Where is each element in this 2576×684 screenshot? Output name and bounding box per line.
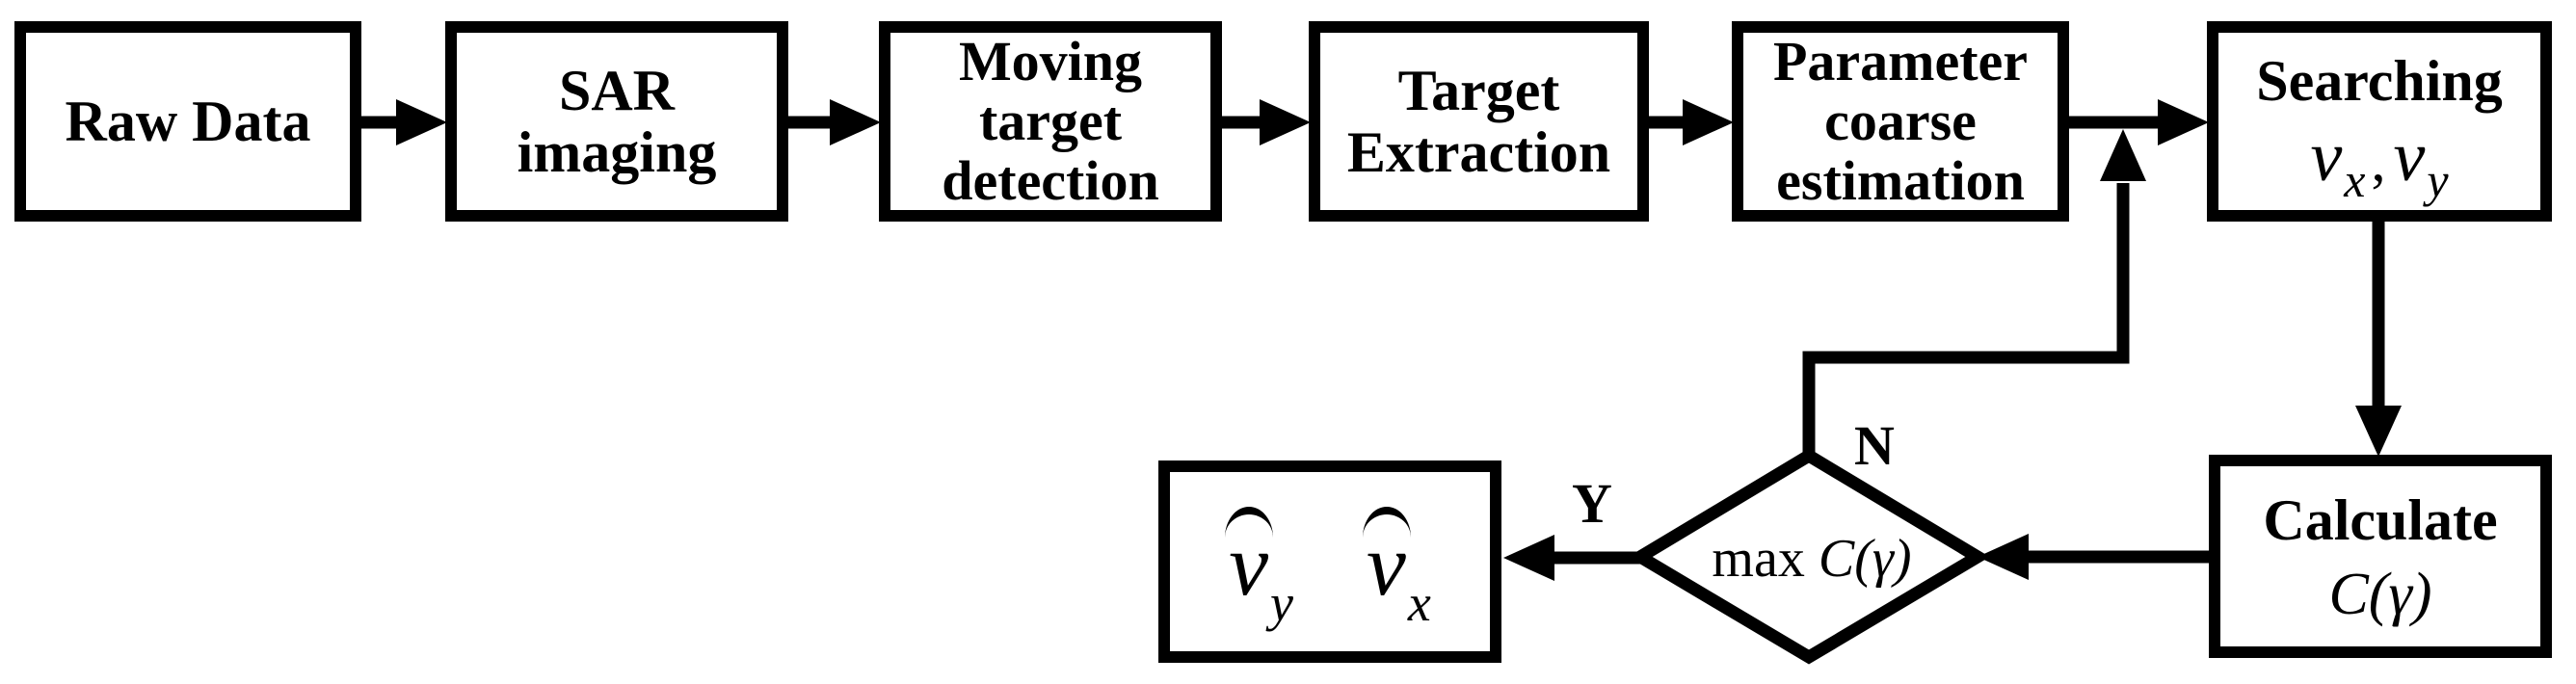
arrowhead-raw-to-sar: [396, 99, 447, 145]
arrowhead-calculate-to-diamond: [1978, 534, 2029, 580]
box-sar-imaging-line2: imaging: [517, 120, 717, 184]
decision-diamond: [1628, 448, 1990, 665]
box-parameter-coarse-estimation: Parameter coarse estimation: [1732, 21, 2069, 222]
box-output-estimates: vy vx: [1158, 460, 1501, 663]
searching-math-vx-vy: vx,vy: [2310, 121, 2448, 204]
box-raw-data-label: Raw Data: [65, 90, 311, 153]
hat-accent-icon: [1363, 507, 1411, 538]
label-branch-yes: Y: [1572, 472, 1612, 535]
arrowhead-moving-to-target: [1260, 99, 1311, 145]
output-math: vy vx: [1225, 507, 1431, 629]
calculate-c-gamma-expression: C(γ): [2328, 565, 2431, 624]
arrowhead-diamond-to-output: [1503, 535, 1554, 581]
box-sar-imaging-line1: SAR: [558, 59, 676, 122]
arrowhead-parameter-to-searching: [2158, 99, 2209, 145]
box-moving-target-detection: Moving target detection: [879, 21, 1222, 222]
box-moving-line3: detection: [942, 149, 1159, 212]
math-paren-close: ): [1893, 529, 1912, 589]
box-calculate-title: Calculate: [2263, 487, 2498, 552]
math-v2-sub-y: y: [2427, 153, 2449, 207]
math-paren-open: (: [2368, 561, 2389, 627]
arrowhead-feedback-up: [2100, 129, 2146, 181]
label-branch-no: N: [1854, 414, 1895, 477]
math-gamma: γ: [2388, 561, 2412, 627]
box-searching-title: Searching: [2256, 49, 2503, 113]
box-moving-line1: Moving: [958, 30, 1143, 92]
math-v1-sub-x: x: [2344, 153, 2366, 207]
v-hat-x-group: vx: [1363, 507, 1431, 629]
box-parameter-line2: coarse: [1824, 90, 1977, 152]
math-C: C: [1818, 529, 1855, 589]
math-vhat-x-sub: x: [1407, 574, 1431, 632]
box-searching-vx-vy: Searching vx,vy: [2207, 21, 2552, 222]
box-raw-data: Raw Data: [14, 21, 361, 222]
math-max: max: [1712, 529, 1805, 589]
arrowhead-target-to-parameter: [1683, 99, 1734, 145]
math-C: C: [2328, 561, 2369, 627]
box-sar-imaging: SAR imaging: [445, 21, 788, 222]
math-v1: v: [2310, 118, 2343, 197]
arrowhead-sar-to-moving: [830, 99, 881, 145]
box-parameter-line1: Parameter: [1772, 30, 2029, 92]
box-target-extraction-line1: Target: [1397, 59, 1560, 122]
box-parameter-line3: estimation: [1776, 149, 2025, 212]
box-target-extraction: Target Extraction: [1309, 21, 1649, 222]
box-calculate-c-gamma: Calculate C(γ): [2209, 455, 2552, 658]
feedback-n-path-line: [1802, 183, 2130, 459]
hat-accent-icon: [1225, 507, 1274, 538]
math-paren-close: ): [2411, 561, 2432, 627]
math-vhat-y-sub: y: [1270, 574, 1293, 632]
decision-diamond-label: max C(γ): [1667, 528, 1956, 590]
v-hat-y-group: vy: [1225, 507, 1293, 629]
diamond-c-gamma-expression: C(γ): [1819, 529, 1912, 589]
box-target-extraction-line2: Extraction: [1346, 120, 1611, 184]
math-gamma: γ: [1872, 529, 1894, 589]
math-v2: v: [2393, 118, 2426, 197]
box-moving-line2: target: [978, 90, 1123, 152]
math-paren-open: (: [1854, 529, 1872, 589]
arrowhead-searching-to-calculate: [2355, 406, 2402, 457]
math-comma: ,: [2371, 129, 2386, 193]
